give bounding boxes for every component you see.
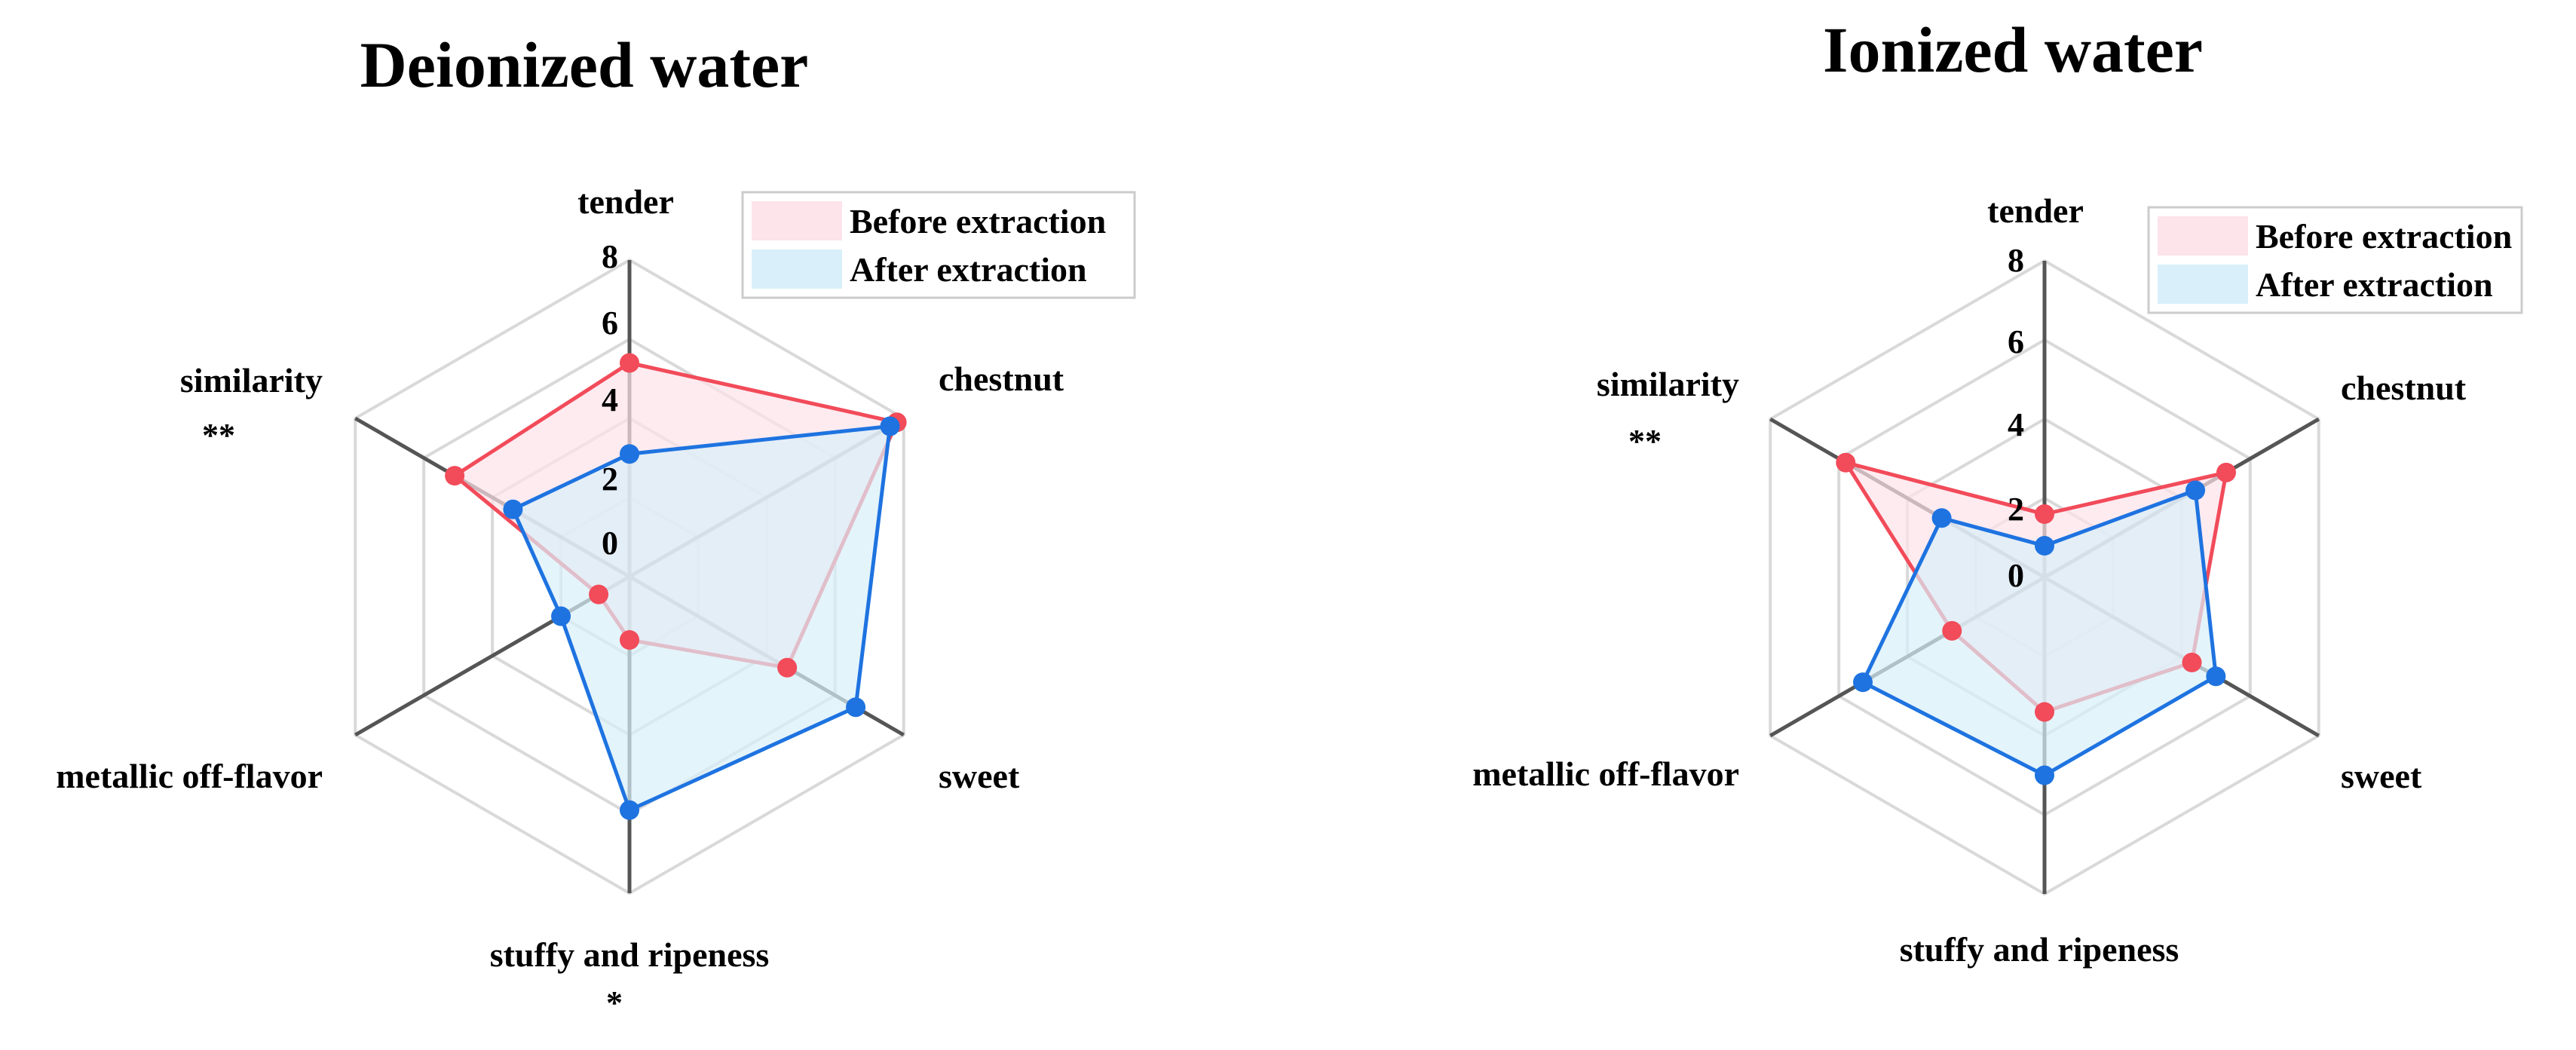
radial-tick-label: 0 bbox=[602, 525, 618, 562]
data-point-after bbox=[2035, 765, 2054, 785]
chart-title: Deionized water bbox=[360, 29, 809, 101]
axis-label: similarity bbox=[180, 361, 323, 399]
radial-tick-label: 2 bbox=[602, 461, 618, 497]
radial-tick-label: 2 bbox=[2008, 491, 2024, 528]
data-point-after bbox=[880, 416, 900, 436]
axis-label: sweet bbox=[939, 757, 1020, 795]
axis-label: stuffy and ripeness bbox=[1900, 930, 2179, 969]
data-point-before bbox=[1836, 452, 1856, 473]
significance-marker: ** bbox=[1628, 423, 1662, 460]
axis-label: sweet bbox=[2341, 757, 2422, 795]
radial-tick-label: 4 bbox=[2008, 406, 2024, 443]
data-point-after bbox=[1853, 672, 1873, 693]
data-point-before bbox=[1942, 620, 1962, 641]
data-point-after bbox=[846, 697, 866, 718]
legend-label: Before extraction bbox=[850, 202, 1106, 240]
axis-label: tender bbox=[577, 182, 674, 221]
legend-label: After extraction bbox=[850, 250, 1087, 289]
radar-chart-1: 0 2 4 6 8 tender chestnut sweet stuffy and ripen… bbox=[56, 29, 1136, 1021]
axis-label: chestnut bbox=[2341, 369, 2467, 407]
data-point-after bbox=[620, 800, 639, 820]
axis-label: metallic off-flavor bbox=[1472, 755, 1739, 793]
significance-marker: * bbox=[606, 984, 623, 1021]
data-point-after bbox=[551, 606, 571, 626]
data-point-before bbox=[620, 630, 639, 650]
data-point-after bbox=[2206, 666, 2226, 687]
data-point-before bbox=[2035, 504, 2054, 524]
data-point-before bbox=[777, 657, 798, 678]
data-point-before bbox=[2216, 462, 2236, 482]
legend-swatch-after bbox=[752, 249, 842, 289]
axis-label: similarity bbox=[1597, 365, 1739, 403]
axis-label: tender bbox=[1987, 191, 2084, 230]
legend-label: After extraction bbox=[2256, 265, 2493, 304]
data-point-before bbox=[620, 353, 639, 373]
axis-label: chestnut bbox=[939, 360, 1064, 398]
data-point-after bbox=[2035, 536, 2054, 556]
legend-swatch-before bbox=[2158, 216, 2248, 256]
data-point-before bbox=[445, 466, 465, 486]
data-point-after bbox=[620, 444, 639, 464]
data-point-before bbox=[2035, 702, 2054, 722]
data-point-after bbox=[503, 499, 523, 519]
chart-title: Ionized water bbox=[1823, 14, 2203, 86]
data-point-after bbox=[2185, 480, 2206, 501]
radial-tick-label: 8 bbox=[602, 238, 618, 275]
radar-chart-2: 0 2 4 6 8 tender chestnut sweet stuffy and ripen… bbox=[1472, 14, 2523, 969]
data-point-after bbox=[1931, 508, 1952, 528]
data-point-before bbox=[589, 584, 609, 605]
legend-label: Before extraction bbox=[2256, 217, 2512, 256]
legend-swatch-before bbox=[752, 201, 842, 240]
radial-tick-label: 0 bbox=[2008, 557, 2024, 594]
radial-tick-label: 6 bbox=[602, 305, 618, 341]
significance-marker: ** bbox=[202, 417, 235, 454]
axis-label: metallic off-flavor bbox=[56, 757, 323, 795]
radial-tick-label: 8 bbox=[2008, 242, 2024, 279]
axis-label: stuffy and ripeness bbox=[490, 935, 770, 974]
radial-tick-label: 4 bbox=[602, 381, 618, 418]
radial-tick-label: 6 bbox=[2008, 323, 2024, 360]
legend-swatch-after bbox=[2158, 265, 2248, 304]
data-point-before bbox=[2182, 652, 2202, 672]
